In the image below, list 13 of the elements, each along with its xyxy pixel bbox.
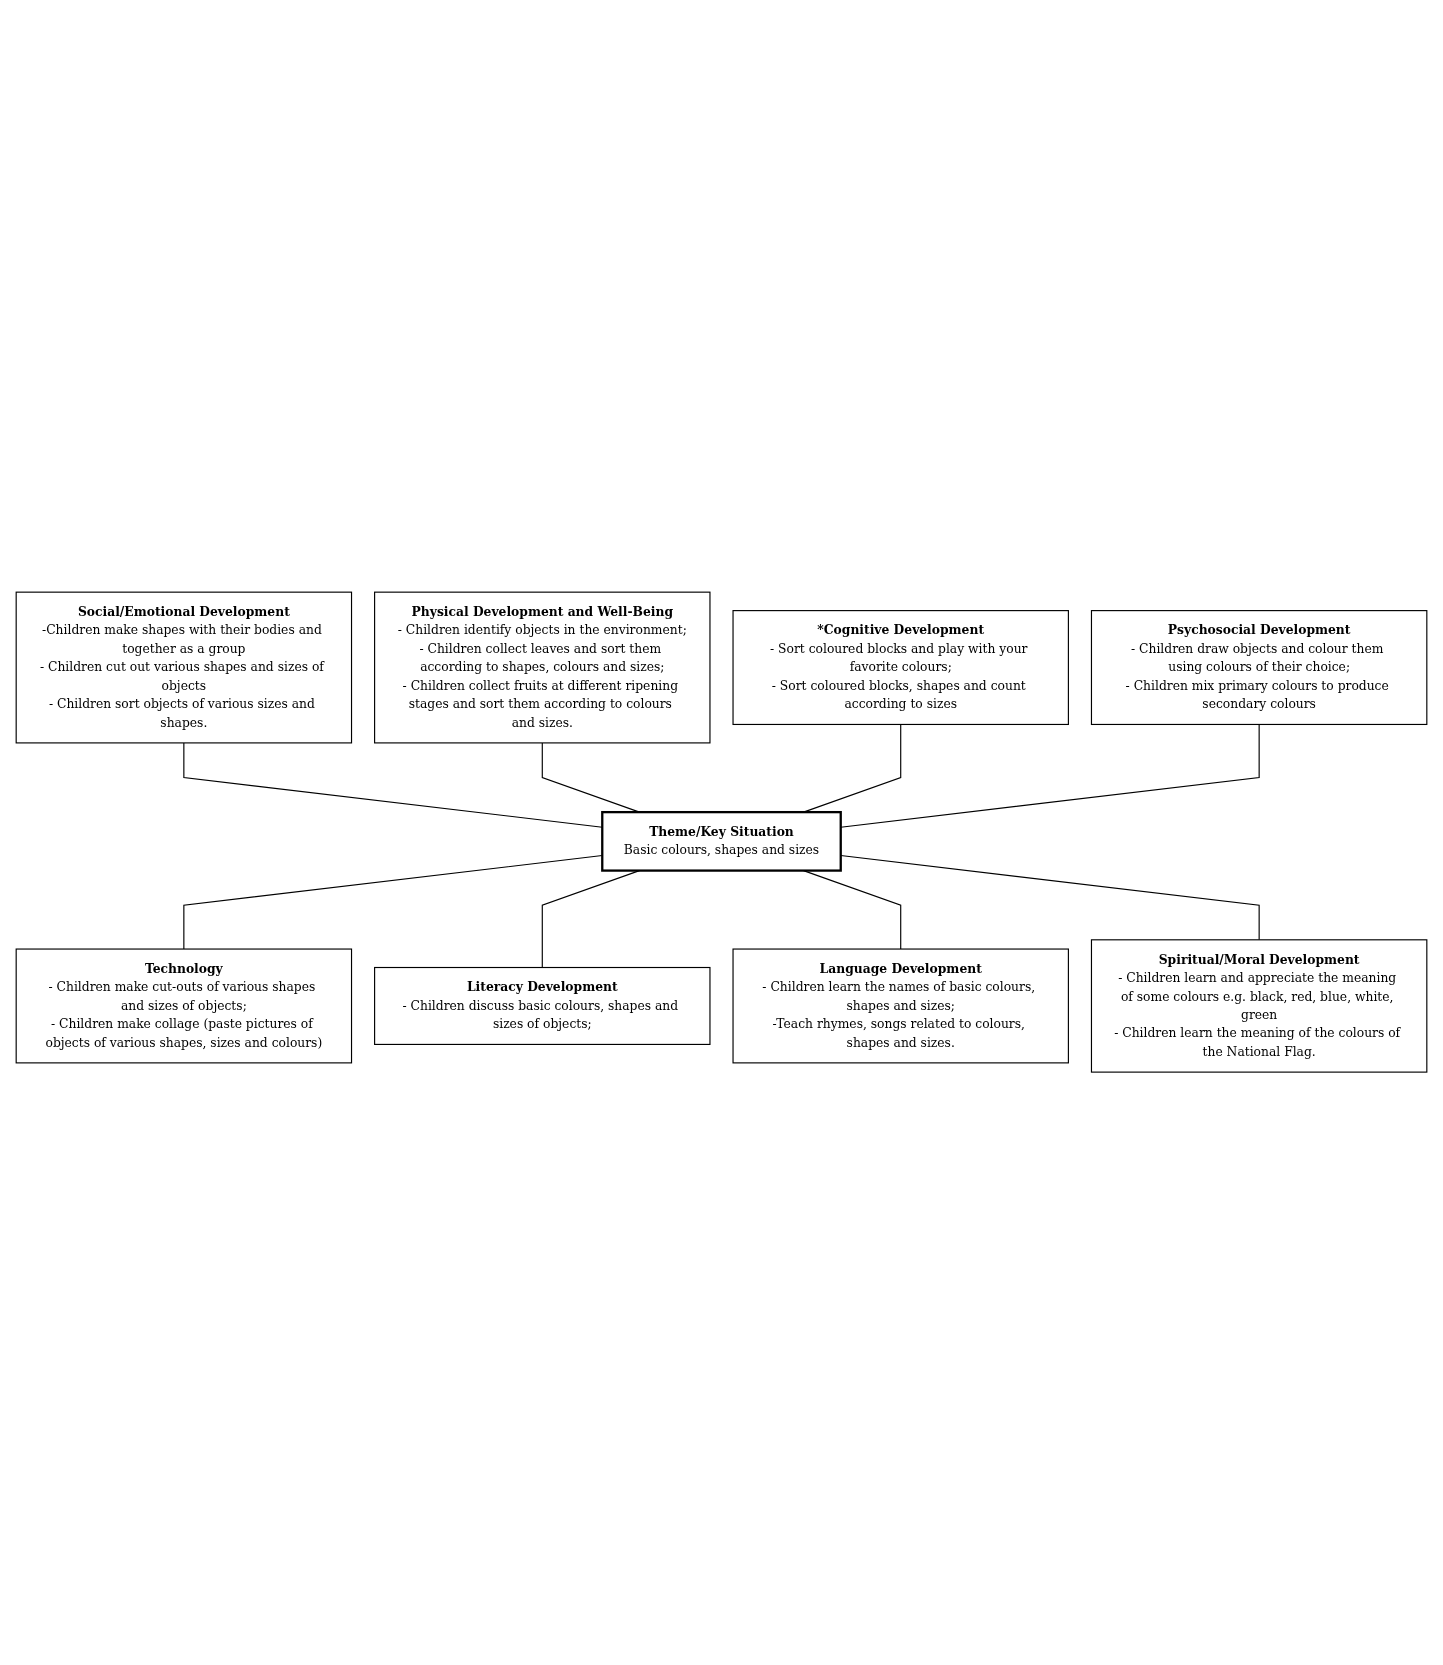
node-box: Psychosocial Development - Children draw objects and colour them using colours of their choice; - Children mix primary colours to produce secondary colours	[1090, 610, 1428, 726]
node-box: Technology - Children make cut-outs of various shapes and sizes of objects; - Children make collage (paste pictures of objects of various shapes, sizes and colours)	[15, 948, 353, 1064]
node-box: *Cognitive Development - Sort coloured blocks and play with your favorite colours; - Sort coloured blocks, shapes and count according to sizes	[732, 610, 1069, 726]
node-box: Literacy Development - Children discuss basic colours, shapes and sizes of objects;	[374, 967, 711, 1046]
connector	[183, 742, 603, 829]
node-box: Physical Development and Well-Being - Children identify objects in the environment; - Children collect leaves and sort them according to shapes, colours and sizes; - Children collect fruits at different ripening stages and sort them according to colours and sizes.	[374, 591, 711, 744]
connector	[840, 855, 1260, 941]
connector	[183, 855, 603, 950]
connector	[840, 724, 1260, 829]
node-box: Spiritual/Moral Development - Children learn and appreciate the meaning of some colours e.g. black, red, blue, white, green - Children learn the meaning of the colours of the National Flag.	[1090, 939, 1428, 1074]
node-box: Language Development - Children learn the names of basic colours, shapes and sizes; -Teach rhymes, songs related to colours, shapes and sizes.	[732, 948, 1069, 1064]
node-box: Theme/Key Situation Basic colours, shapes and sizes	[601, 811, 842, 873]
node-box: Social/Emotional Development -Children make shapes with their bodies and together as a group - Children cut out various shapes and sizes of objects - Children sort objects of various sizes and shapes.	[15, 591, 353, 744]
